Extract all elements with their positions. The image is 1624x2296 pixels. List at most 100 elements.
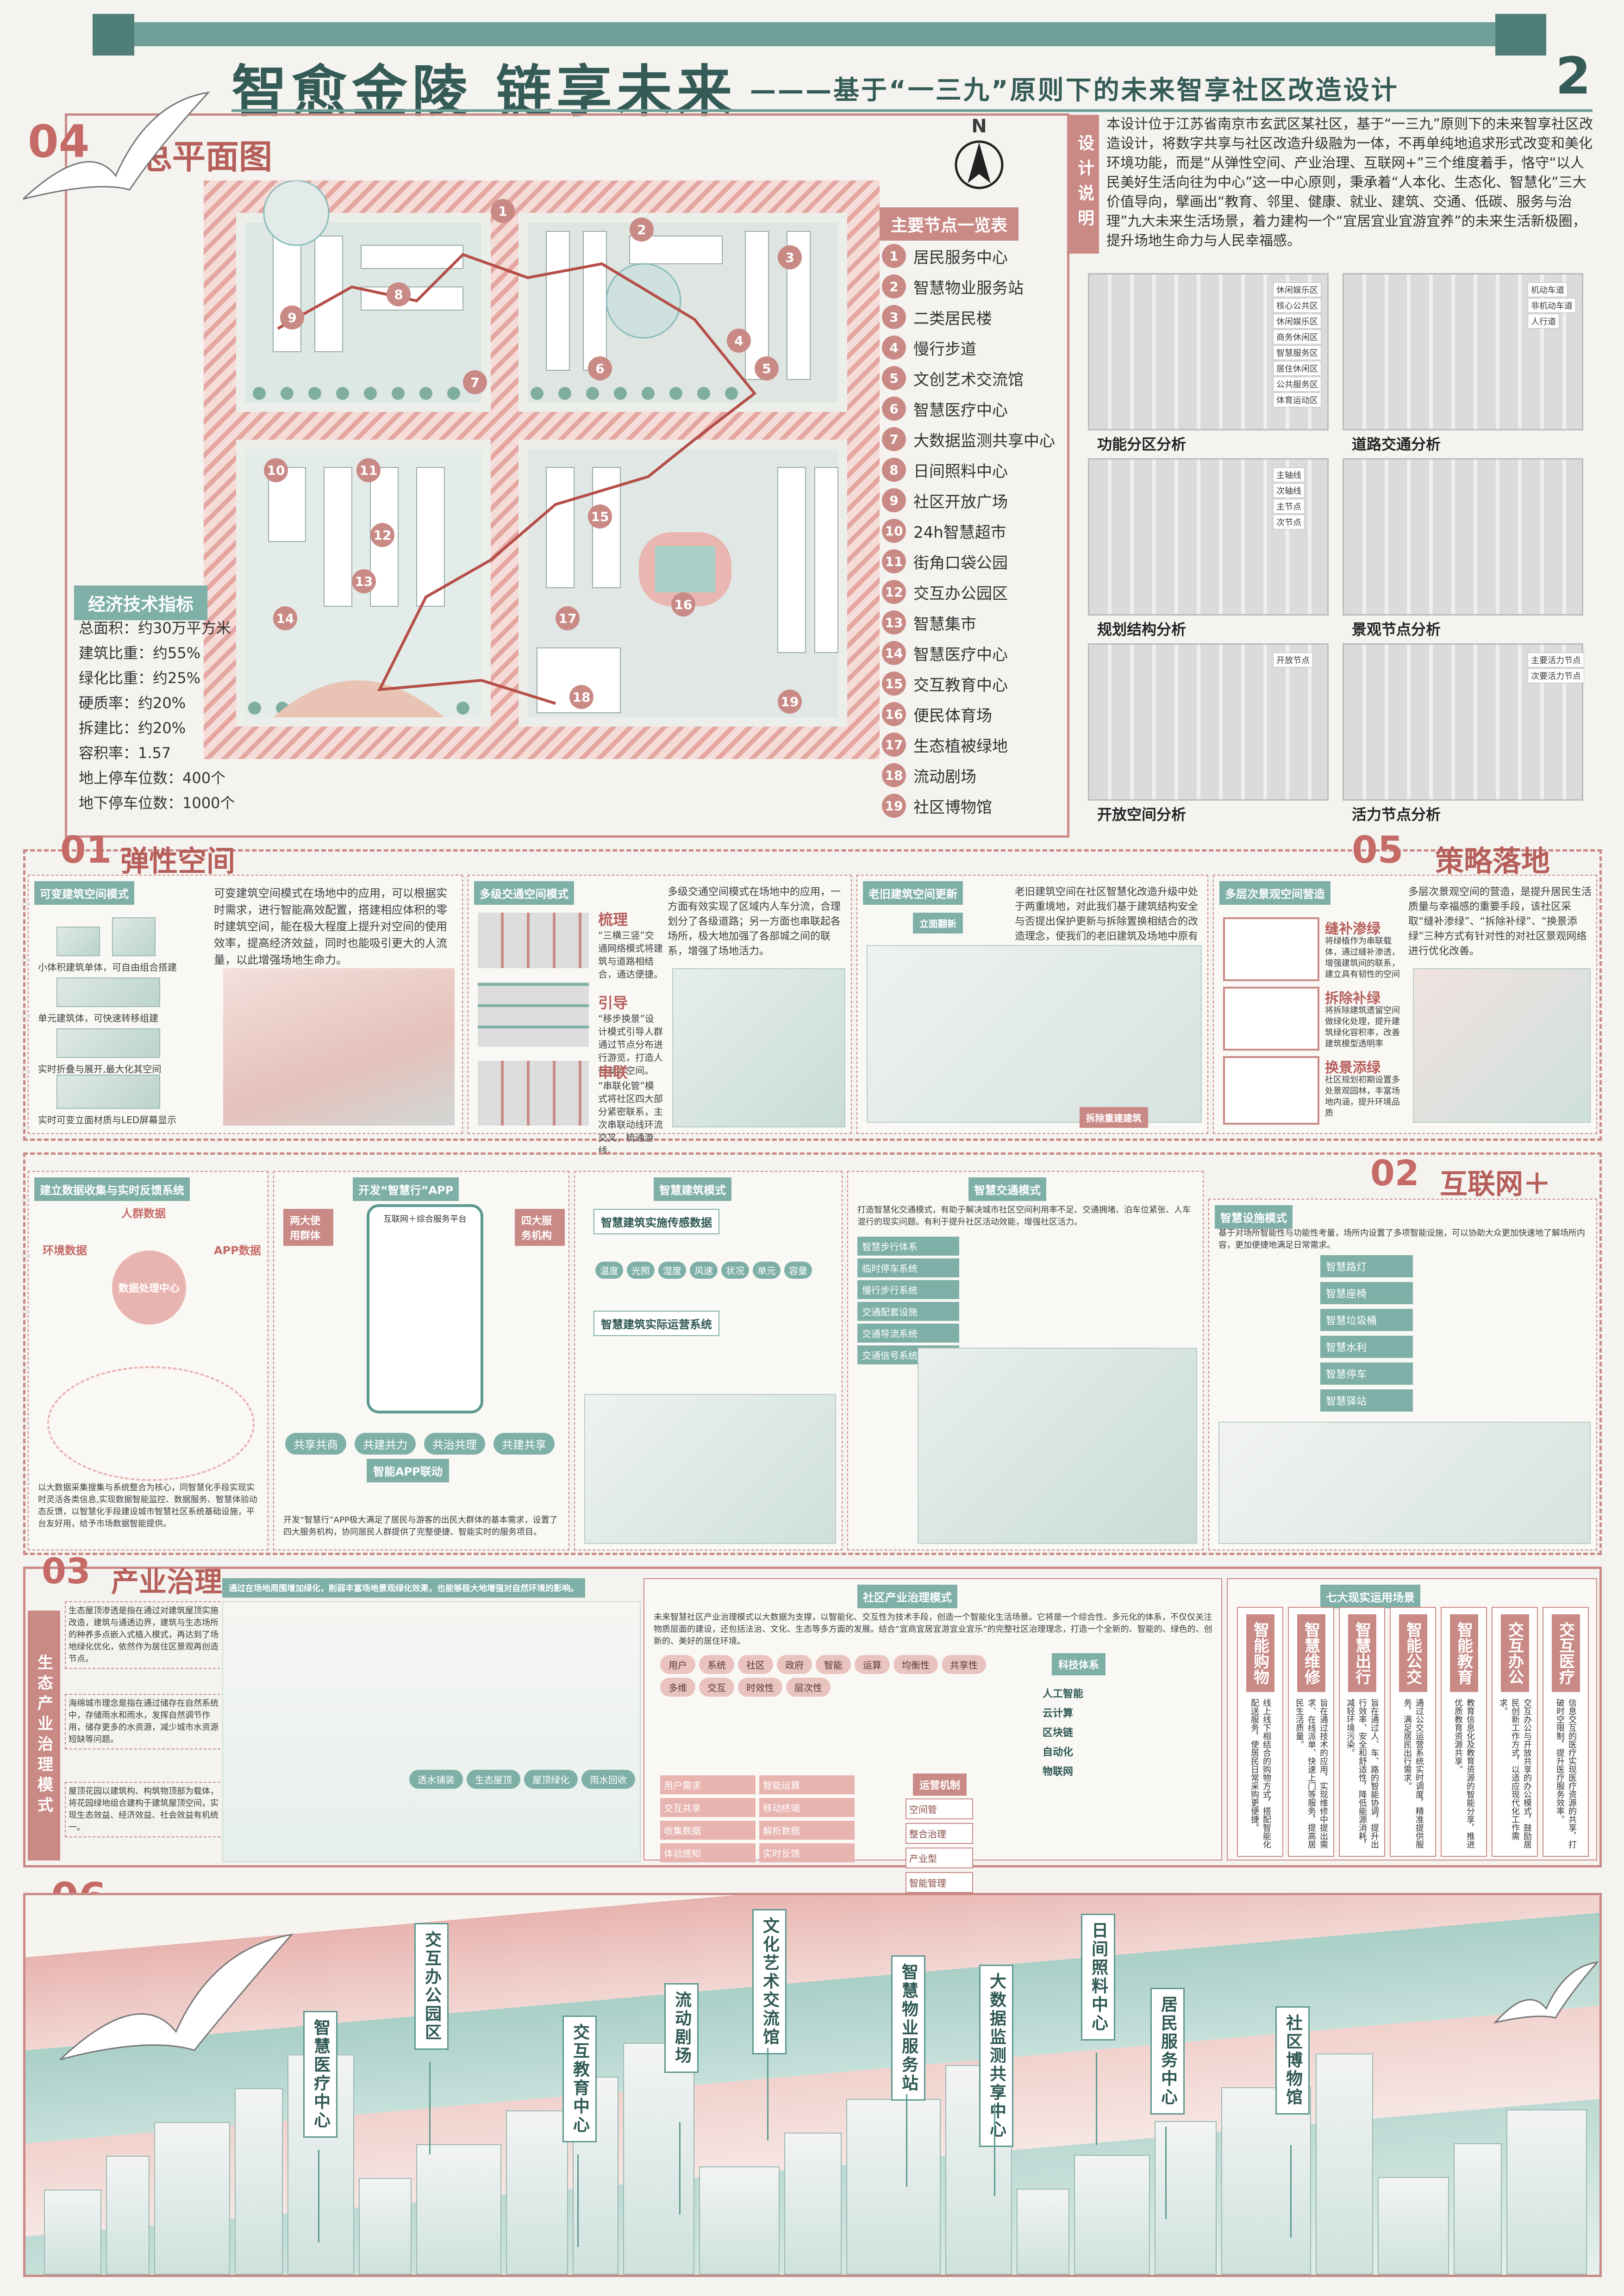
axon-label: 居民服务中心 [1150,1988,1185,2115]
econ-title: 经济技术指标 [74,585,208,620]
eco-item: 雨水回收 [581,1770,635,1789]
sensor-row: 温度光照湿度风速状况单元容量 [593,1260,834,1281]
econ-list: 总面积：约30万平方米建筑比重：约55%绿化比重：约25%硬质率：约20%拆建比… [79,616,292,815]
landscape-sub: 将拆除建筑遗留空间做绿化处理，提升建筑绿化容积率，改善建筑模型透明率 [1325,1006,1400,1049]
panel-item: 小体积建筑单体，可自由组合搭建 [38,962,177,973]
mech-item: 空间管 [906,1798,973,1819]
plan-marker-15: 15 [588,504,612,529]
traffic-item: 智慧步行体系 [857,1237,959,1256]
facility-item: 智慧停车 [1320,1363,1413,1385]
axon-scene: 智慧医疗中心交互办公园区交互教育中心流动剧场文化艺术交流馆智慧物业服务站大数据监… [23,1893,1602,2277]
traffic-sub: “三横三竖”交通网络模式将建筑与道路相结合，通达便捷。 [598,930,663,980]
facility-item: 智慧座椅 [1320,1282,1413,1304]
panel-head: 多层次景观空间营造 [1219,881,1330,905]
analysis-map-label: 活力节点分析 [1352,806,1441,823]
tech-item: 云计算 [1043,1708,1074,1719]
skyline-building [623,2043,694,2275]
skyline-building [154,2122,230,2275]
industry-frame [23,1567,1602,1867]
node-number-badge: 16 [882,702,906,726]
traffic-item: 临时停车系统 [857,1258,959,1277]
iso-block [56,927,100,956]
user-list: 用户需求智能运算交互共享移动终端收集数据解析数据体验感知实时反馈 [658,1773,862,1864]
user-item: 智能运算 [759,1775,855,1794]
landscape-item: 缝补渗绿 [1325,921,1380,937]
node-name: 生态植被绿地 [913,737,1008,756]
node-number-badge: 17 [882,733,906,757]
plan-marker-1: 1 [491,199,515,223]
master-plan-drawing: 1 2 3 4 5 6 7 8 9 10 11 12 13 14 15 16 1… [204,180,880,759]
internet-title: 互联网＋ [1440,1168,1551,1201]
axon-label: 交互教育中心 [562,2016,597,2142]
node-name: 社区开放广场 [913,492,1008,511]
node-name: 智慧集市 [913,615,976,634]
eco-diagram [222,1601,641,1862]
node-name: 24h智慧超市 [913,523,1006,542]
node-number-badge: 4 [882,336,906,360]
scene-title: 智能公交 [1399,1614,1427,1692]
panel-head: 老旧建筑空间更新 [863,881,963,905]
eco-text: 生态屋顶渗透是指在通过对建筑屋顶实施改造，建筑与通透边界，建筑与生态场所的种养多… [65,1601,225,1669]
flex-space-title: 弹性空间 [120,844,236,878]
panel-smart-building: 智慧建筑模式 智慧建筑实施传感数据 温度光照湿度风速状况单元容量 智慧建筑实际运… [574,1171,843,1550]
analysis-legend-item: 非机动车道 [1528,298,1576,313]
plan-marker-9: 9 [280,305,304,330]
scene-card: 智能公交通过公交运营系统实时调度，精准提供服务，满足居民出行需求。 [1390,1607,1436,1857]
tech-title: 科技体系 [1052,1653,1106,1675]
master-plan-number: 04 [28,116,90,168]
skyline-building [1017,2189,1069,2275]
scene-card: 智慧出行旨在通过人、车、路的智能协调，提升出行效率、安全和舒适性，降低能源消耗，… [1339,1607,1385,1857]
user-item: 收集数据 [660,1821,756,1840]
node-name: 街角口袋公园 [913,554,1008,572]
node-number-badge: 3 [882,305,906,329]
user-item: 解析数据 [759,1821,855,1840]
iso-block [56,977,160,1007]
skyline-building [1155,2121,1217,2275]
scene-card: 智能购物线上线下相结合的购物方式，搭配智能化配送服务，使居民日常采购更便捷。 [1237,1607,1283,1857]
panel-head: 智慧设施模式 [1215,1205,1293,1229]
eco-text: 海绵城市理念是指在通过储存在自然系统中，存储雨水和雨水，发挥自然调节作用，储存更… [65,1694,225,1749]
landscape-icon-2 [1223,987,1319,1051]
axon-label-stick [906,2094,907,2187]
data-hub: 数据处理中心 [112,1251,186,1325]
eco-label: 生态产业治理模式 [28,1611,60,1860]
traffic-item: 梳理 [598,911,628,928]
strategy-title: 策略落地 [1435,844,1550,878]
tech-item: 区块链 [1043,1727,1074,1739]
scene-title: 交互办公 [1500,1614,1529,1692]
app-pill: 共享共商 [285,1433,346,1455]
internet-frame [23,1152,1602,1555]
panel-app: 开发“智慧行”APP 两大使用群体 四大服务机构 互联网＋综合服务平台 共享共商… [273,1171,569,1550]
node-name: 智慧医疗中心 [913,645,1008,664]
plan-marker-6: 6 [588,356,612,380]
node-name: 智慧物业服务站 [913,279,1024,298]
axon-label: 智慧医疗中心 [303,2011,337,2138]
analysis-legend-item: 核心公共区 [1273,298,1321,313]
variable-building-scene [223,968,455,1126]
plan-marker-14: 14 [273,606,297,630]
analysis-legend-item: 智慧服务区 [1273,345,1321,360]
econ-indicator: 地上停车位数：400个 [79,769,226,787]
plan-marker-2: 2 [630,218,654,242]
analysis-map-label: 道路交通分析 [1352,436,1441,453]
internet-number: 02 [1370,1152,1419,1194]
analysis-legend-item: 开放节点 [1273,653,1313,667]
node-name: 交互办公园区 [913,584,1008,603]
app-tag: 两大使用群体 [283,1209,333,1246]
smart-traffic-axon [918,1348,1197,1544]
axon-label-stick [767,2048,768,2140]
sensor-label: 容量 [784,1262,812,1279]
traffic-mini-map [478,913,589,968]
panel-text: 未来智慧社区产业治理模式以大数据为支撑，以智能化、交互性为技术手段，创造一个智能… [654,1612,1212,1646]
axon-label: 文化艺术交流馆 [752,1909,787,2054]
scene-text: 教育信息化及教育资源的智能分享，推进优质教育资源共享。 [1453,1699,1475,1848]
panel-smart-traffic: 智慧交通模式 打造智慧化交通模式，有助于解决城市社区空间利用率不足、交通拥堵、泊… [847,1171,1204,1550]
analysis-map [1088,643,1329,801]
axon-label-stick [577,2154,579,2247]
smart-building-sub: 智慧建筑实际运营系统 [593,1311,719,1336]
axon-label-stick [679,2122,681,2215]
user-item: 交互共享 [660,1798,756,1817]
